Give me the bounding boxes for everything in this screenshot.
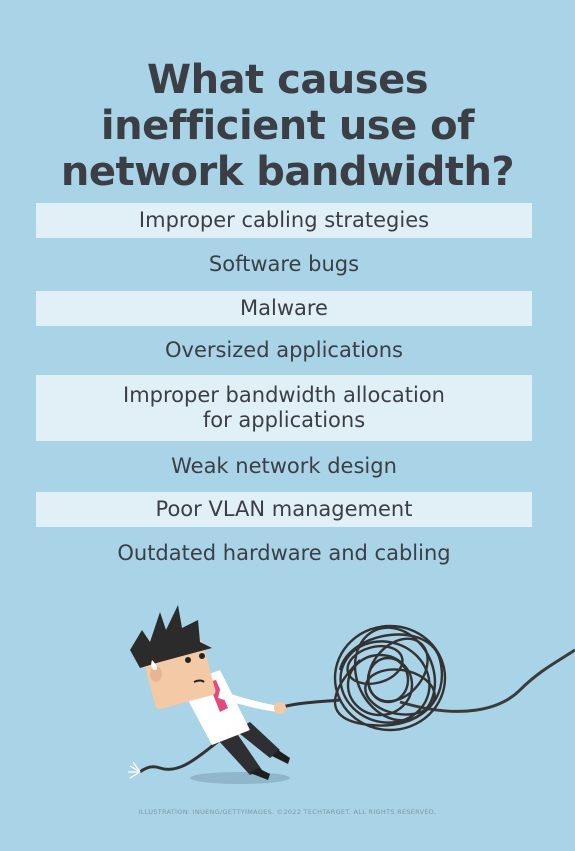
list-item: Improper cabling strategies bbox=[36, 203, 532, 238]
cause-text: Outdated hardware and cabling bbox=[117, 541, 451, 565]
list-item: Oversized applications bbox=[36, 326, 532, 375]
causes-list: Improper cabling strategies Software bug… bbox=[36, 203, 532, 580]
list-item: Weak network design bbox=[36, 441, 532, 492]
held-cable bbox=[277, 698, 341, 710]
cause-text: Software bugs bbox=[208, 252, 360, 276]
mouth bbox=[193, 679, 205, 683]
cause-text: Poor VLAN management bbox=[155, 497, 413, 521]
page-title: What causes inefficient use of network b… bbox=[0, 57, 575, 195]
arm bbox=[218, 690, 278, 712]
frayed-wire-end bbox=[128, 761, 141, 779]
ear bbox=[150, 666, 162, 682]
list-item: Outdated hardware and cabling bbox=[36, 527, 532, 580]
eye bbox=[185, 657, 191, 663]
eye bbox=[199, 653, 205, 659]
hair bbox=[130, 605, 212, 668]
cause-text: Improper cabling strategies bbox=[138, 208, 430, 232]
cause-text: Oversized applications bbox=[164, 338, 403, 362]
cause-text: Weak network design bbox=[171, 454, 397, 478]
cable-end bbox=[139, 738, 221, 774]
list-item: Improper bandwidth allocation for applic… bbox=[36, 375, 532, 441]
image-credit: ILLUSTRATION: INUENG/GETTYIMAGES. ©2022 … bbox=[138, 808, 437, 816]
list-item: Software bugs bbox=[36, 238, 532, 291]
ground-shadow bbox=[190, 772, 290, 784]
list-item: Poor VLAN management bbox=[36, 492, 532, 527]
tangled-cable-knot bbox=[333, 624, 447, 732]
cable-tail bbox=[399, 648, 575, 713]
title-line-1: What causes bbox=[146, 56, 429, 103]
cause-text: Improper bandwidth allocation bbox=[123, 383, 445, 407]
shoe-icon bbox=[272, 750, 290, 764]
list-item: Malware bbox=[36, 291, 532, 326]
title-line-2: inefficient use of bbox=[100, 102, 475, 149]
cause-text: Malware bbox=[240, 296, 328, 320]
title-line-3: network bandwidth? bbox=[60, 148, 515, 195]
sweat-drop-icon bbox=[151, 660, 157, 670]
hand bbox=[274, 702, 286, 714]
back-leg bbox=[218, 735, 262, 775]
businessman-cable-illustration bbox=[128, 605, 575, 784]
shoe-icon bbox=[250, 768, 270, 780]
cause-text-continued: for applications bbox=[202, 408, 366, 432]
